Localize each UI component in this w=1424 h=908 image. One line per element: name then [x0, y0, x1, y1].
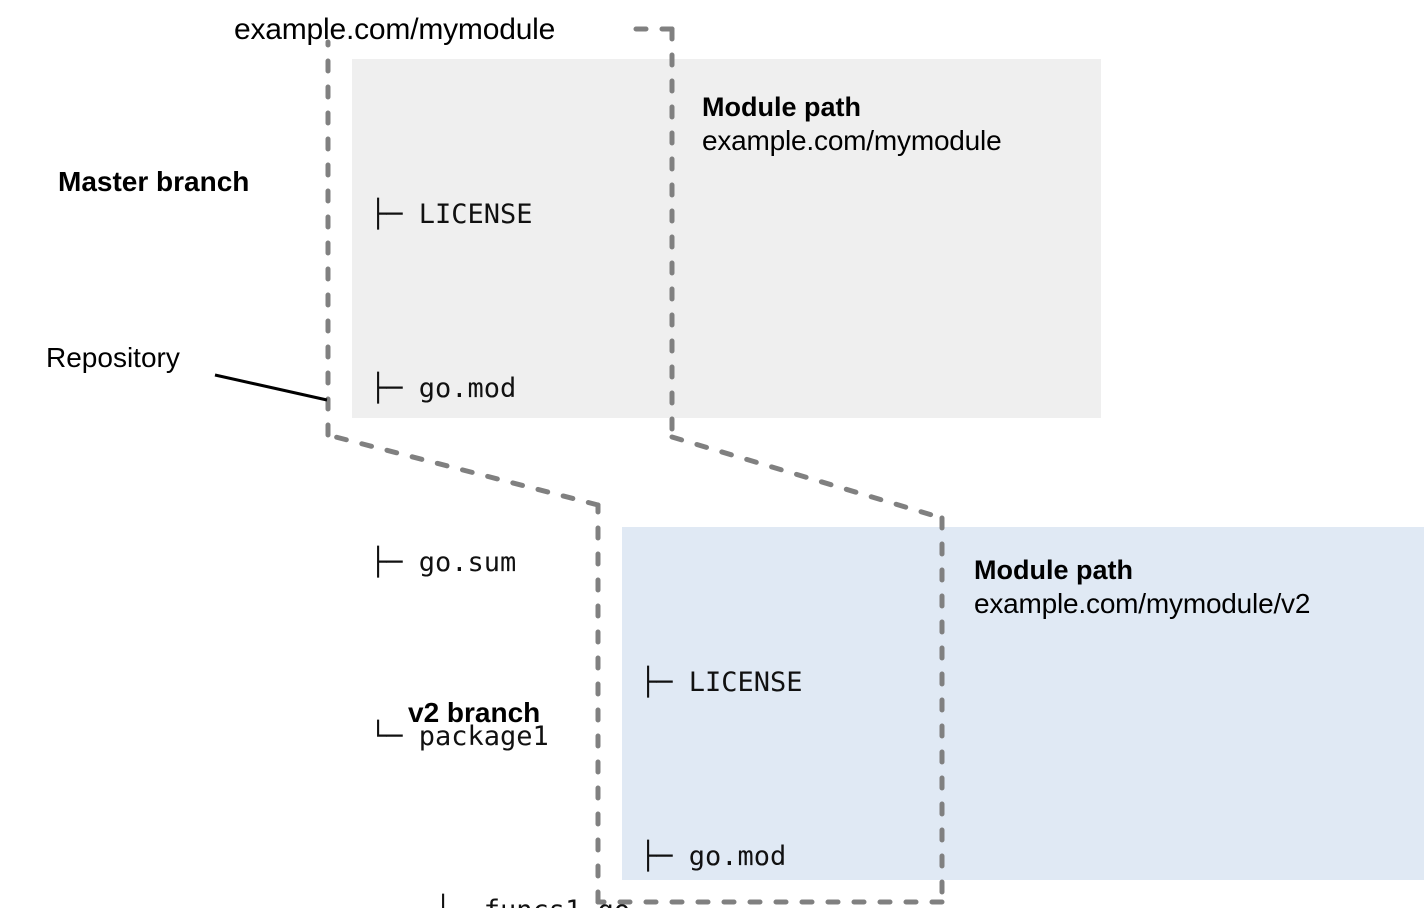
tree-row: ├─ LICENSE	[640, 667, 803, 698]
master-branch-panel	[352, 59, 1101, 418]
master-branch-label: Master branch	[58, 166, 250, 197]
tree-row: ├─ go.mod	[640, 841, 787, 872]
v2-branch-label: v2 branch	[408, 697, 541, 728]
repository-label: Repository	[46, 342, 180, 373]
master-module-path-title: Module path	[702, 92, 861, 122]
repository-leader-line	[214, 373, 328, 402]
v2-module-path-title: Module path	[974, 555, 1133, 585]
master-module-path-value: example.com/mymodule	[702, 124, 1002, 156]
v2-module-path-value: example.com/mymodule/v2	[974, 587, 1311, 619]
master-file-tree: ├─ LICENSE ├─ go.mod ├─ go.sum └─ packag…	[370, 70, 630, 908]
master-module-path-callout: Module path example.com/mymodule	[702, 92, 1002, 157]
v2-module-path-callout: Module path example.com/mymodule/v2	[974, 555, 1310, 620]
v2-branch-panel	[622, 527, 1424, 880]
tree-row: ├─ go.sum	[370, 547, 517, 578]
v2-file-tree: ├─ LICENSE ├─ go.mod ├─ go.sum └─ packag…	[640, 538, 900, 908]
tree-row: ├─ go.mod	[370, 373, 517, 404]
repository-url-label: example.com/mymodule	[234, 13, 556, 46]
tree-row: ├─ funcs1.go	[370, 882, 630, 908]
tree-row: ├─ LICENSE	[370, 199, 533, 230]
outline-right-diagonal	[669, 434, 945, 521]
tree-row: └─ package1	[370, 721, 549, 752]
